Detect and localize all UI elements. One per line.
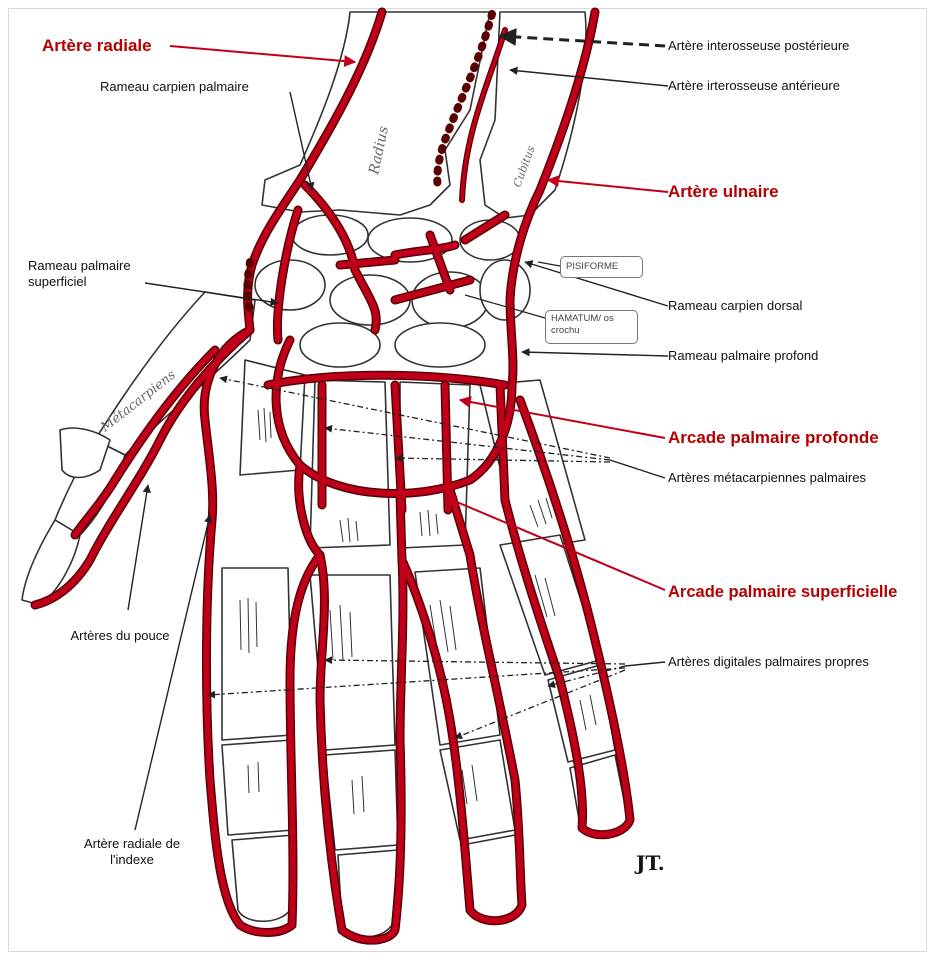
label-artere-radiale: Artère radiale: [42, 36, 152, 56]
carpal-bone: [300, 323, 380, 367]
label-arcade-palmaire-profonde: Arcade palmaire profonde: [668, 428, 879, 448]
label-arcade-palmaire-superficielle: Arcade palmaire superficielle: [668, 582, 897, 602]
artist-signature: JT.: [634, 851, 665, 875]
index-middle-phalanx: [222, 740, 294, 835]
label-rameau-palmaire-profond: Rameau palmaire profond: [668, 348, 818, 364]
carpal-bone: [395, 323, 485, 367]
label-rameau-carpien-dorsal: Rameau carpien dorsal: [668, 298, 802, 314]
label-interosseuse-anterieure: Artère irterosseuse antérieure: [668, 78, 840, 94]
callout-pisiforme: PISIFORME: [560, 256, 643, 278]
label-rameau-carpien-palmaire: Rameau carpien palmaire: [100, 79, 249, 95]
label-arteres-digitales: Artères digitales palmaires propres: [668, 654, 869, 670]
index-proximal-phalanx: [222, 568, 292, 740]
middle-middle-phalanx: [325, 750, 398, 850]
index-distal-phalanx: [232, 835, 294, 921]
carpal-bones: [255, 215, 530, 367]
label-arteres-metacarpiennes: Artères métacarpiennes palmaires: [668, 470, 866, 486]
label-artere-ulnaire: Artère ulnaire: [668, 182, 779, 202]
thumb-metacarpal: [95, 292, 255, 455]
label-rameau-palmaire-superficiel: Rameau palmaire superficiel: [28, 258, 148, 290]
little-metacarpal: [480, 380, 585, 550]
label-arteres-du-pouce: Artères du pouce: [70, 628, 170, 644]
callout-hamatum: HAMATUM/ os crochu: [545, 310, 638, 344]
label-artere-radiale-indexe: Artère radiale de l'indexe: [62, 836, 202, 868]
carpal-bone: [255, 260, 325, 310]
middle-distal-phalanx: [338, 850, 398, 937]
label-interosseuse-posterieure: Artère interosseuse postérieure: [668, 38, 849, 54]
